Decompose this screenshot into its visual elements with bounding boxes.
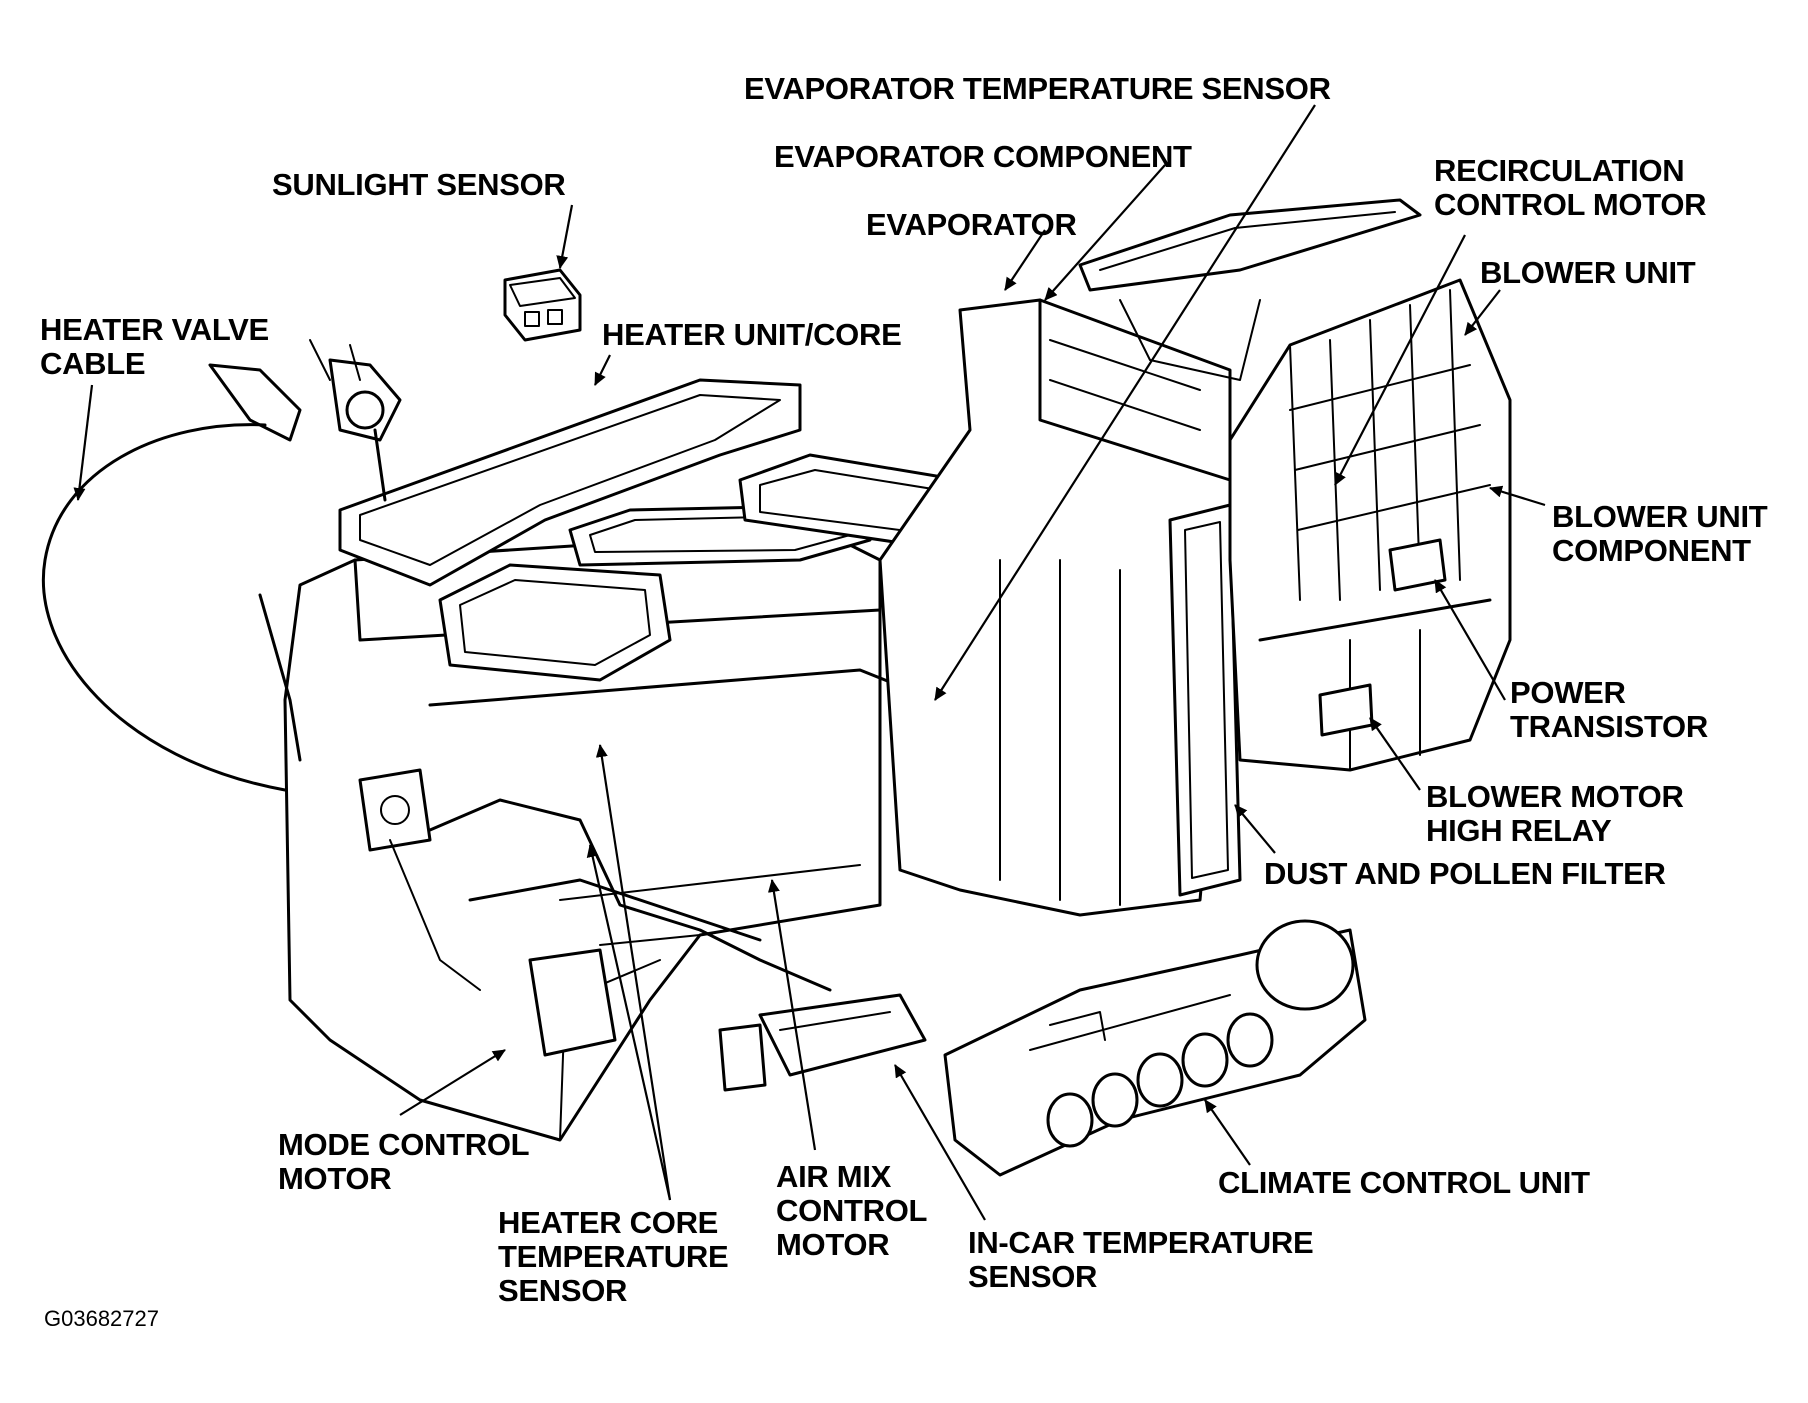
leader-heater-unit-core (594, 354, 611, 386)
leader-air-mix-control-motor (767, 879, 817, 1151)
leader-mode-control-motor (399, 1049, 506, 1116)
label-dust-and-pollen-filter: DUST AND POLLEN FILTER (1264, 856, 1666, 891)
leader-sunlight-sensor (556, 204, 574, 269)
label-blower-unit: BLOWER UNIT (1480, 255, 1696, 290)
label-evaporator-component: EVAPORATOR COMPONENT (774, 139, 1192, 174)
leader-blower-unit (1464, 289, 1501, 336)
label-heater-core-temperature-sensor: HEATER CORE TEMPERATURE SENSOR (498, 1205, 729, 1308)
heater-valve (208, 339, 402, 502)
blower-top-flap (1078, 198, 1422, 381)
heater-unit-top-frame (338, 378, 802, 587)
leader-heater-valve-cable (73, 384, 94, 501)
leader-lines (73, 104, 1546, 1221)
label-sunlight-sensor: SUNLIGHT SENSOR (272, 167, 566, 202)
climate-control-unit-part (943, 919, 1367, 1177)
leader-blower-unit-component (1489, 485, 1546, 507)
label-mode-control-motor: MODE CONTROL MOTOR (278, 1127, 530, 1196)
leader-evaporator (1004, 229, 1046, 291)
blower-unit (1228, 278, 1512, 772)
high-relay-part (1318, 683, 1374, 737)
figure-code: G03682727 (44, 1306, 159, 1331)
label-power-transistor: POWER TRANSISTOR (1510, 675, 1708, 744)
lower-harness (258, 593, 927, 1092)
leader-heater-core-temperature-sensor-b (586, 844, 672, 1201)
leader-power-transistor (1434, 579, 1506, 701)
label-heater-unit-core: HEATER UNIT/CORE (602, 317, 902, 352)
leader-climate-control-unit (1204, 1099, 1251, 1166)
dust-pollen-filter (1168, 503, 1242, 897)
leader-evaporator-temperature-sensor (934, 104, 1316, 701)
label-air-mix-control-motor: AIR MIX CONTROL MOTOR (776, 1159, 928, 1262)
label-heater-valve-cable: HEATER VALVE CABLE (40, 312, 269, 381)
label-blower-motor-high-relay: BLOWER MOTOR HIGH RELAY (1426, 779, 1684, 848)
heater-valve-cable-wire (42, 423, 287, 792)
leader-heater-core-temperature-sensor-a (595, 744, 672, 1201)
heater-duct-openings (438, 453, 992, 682)
leader-blower-motor-high-relay (1369, 717, 1421, 791)
label-blower-unit-component: BLOWER UNIT COMPONENT (1552, 499, 1768, 568)
label-climate-control-unit: CLIMATE CONTROL UNIT (1218, 1165, 1590, 1200)
leader-recirculation-control-motor (1334, 234, 1466, 486)
leader-in-car-temperature-sensor (894, 1064, 986, 1221)
label-in-car-temperature-sensor: IN-CAR TEMPERATURE SENSOR (968, 1225, 1314, 1294)
label-evaporator: EVAPORATOR (866, 207, 1077, 242)
sunlight-sensor-part (503, 268, 582, 342)
leader-evaporator-component (1044, 164, 1166, 301)
evaporator-housing (878, 298, 1232, 917)
label-recirculation-control-motor: RECIRCULATION CONTROL MOTOR (1434, 153, 1707, 222)
leader-dust-and-pollen-filter (1234, 804, 1276, 854)
label-evaporator-temperature-sensor: EVAPORATOR TEMPERATURE SENSOR (744, 71, 1331, 106)
heater-unit-housing (283, 528, 962, 1142)
